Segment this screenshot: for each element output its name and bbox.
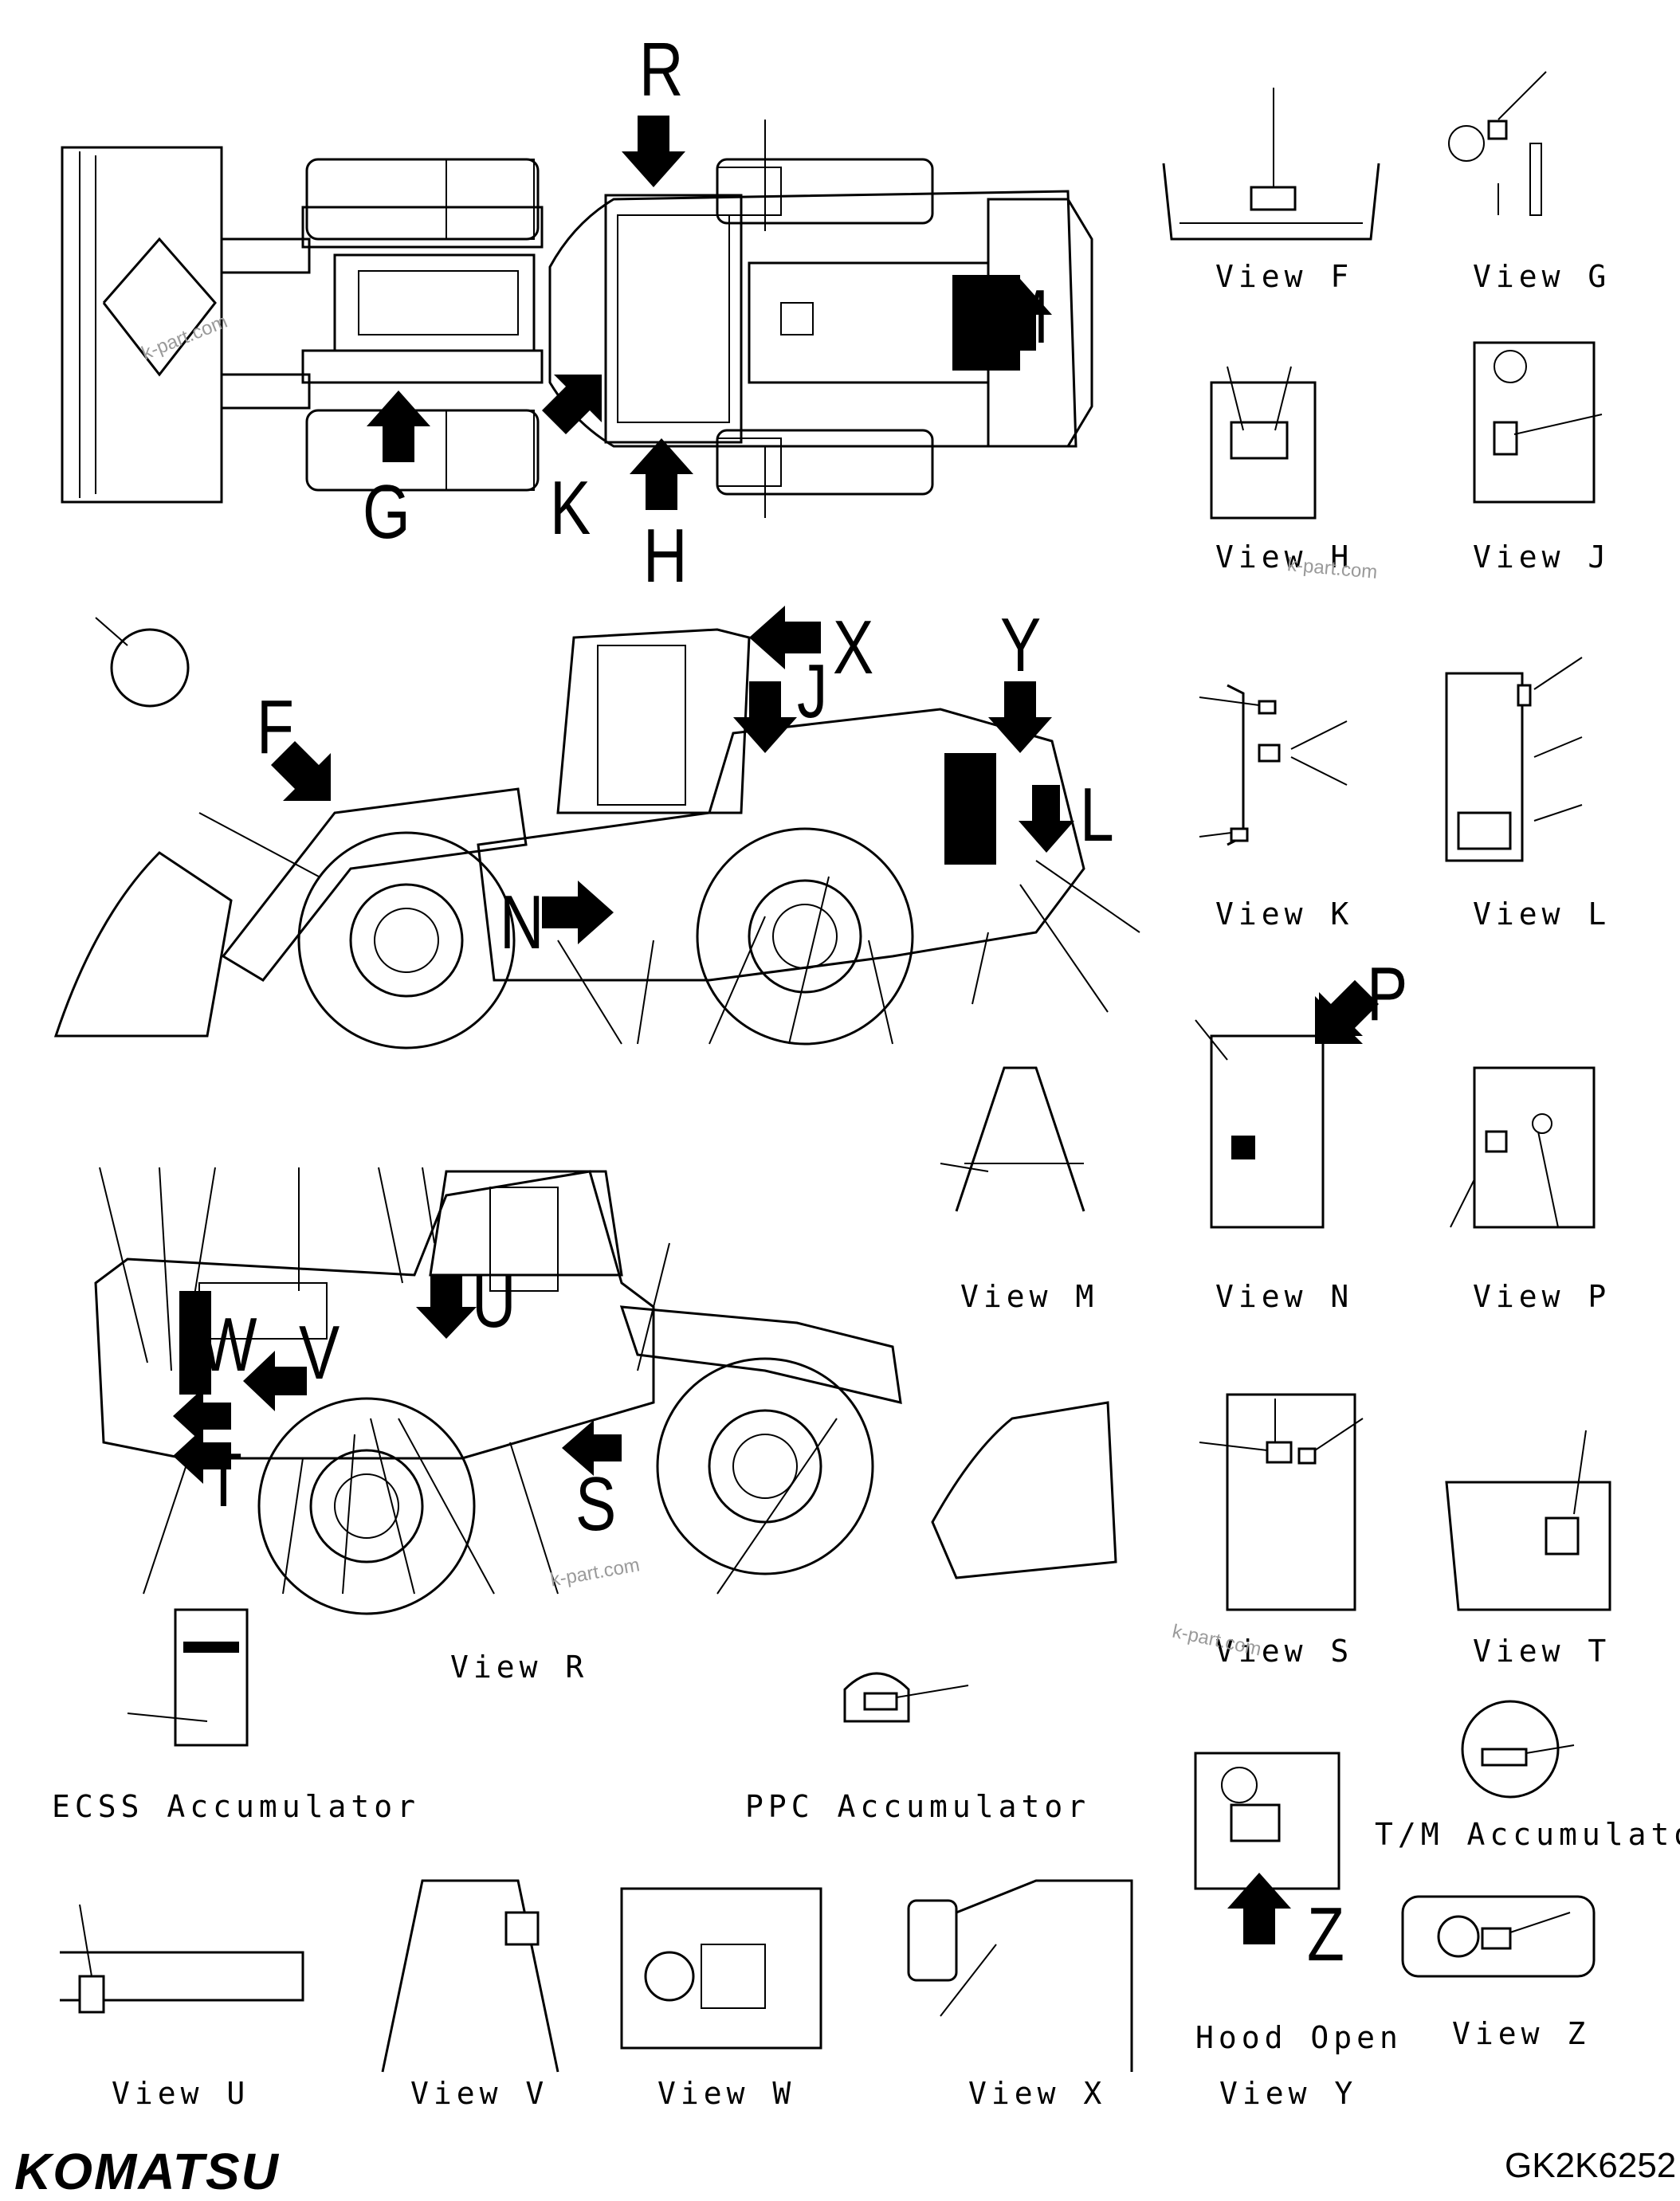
callout-G: G bbox=[363, 469, 410, 555]
view-label-G: View G bbox=[1473, 259, 1611, 294]
callout-N: N bbox=[500, 880, 544, 965]
detail-view-U bbox=[60, 1904, 304, 2014]
detail-view-V bbox=[381, 1879, 559, 2073]
callout-T: T bbox=[205, 1438, 242, 1523]
callout-X: X bbox=[833, 605, 874, 690]
detail-view-L bbox=[1445, 657, 1583, 862]
detail-view-F bbox=[1162, 88, 1380, 241]
detail-view-T bbox=[1445, 1430, 1611, 1611]
view-label-S: View S bbox=[1215, 1634, 1354, 1669]
view-label-V: View V bbox=[410, 2076, 549, 2111]
detail-view-J bbox=[1473, 341, 1603, 504]
top-view-machine bbox=[61, 116, 1093, 518]
callout-R: R bbox=[639, 27, 684, 112]
label-ppc-accumulator: PPC Accumulator bbox=[745, 1789, 1091, 1824]
view-label-W: View W bbox=[657, 2076, 796, 2111]
callout-W: W bbox=[199, 1302, 257, 1387]
view-label-R: View R bbox=[450, 1650, 589, 1685]
view-label-N: View N bbox=[1215, 1279, 1354, 1314]
label-hood-open: Hood Open bbox=[1195, 2020, 1403, 2055]
callout-Y: Y bbox=[1000, 602, 1042, 688]
view-label-M: View M bbox=[960, 1279, 1099, 1314]
callout-K: K bbox=[550, 465, 591, 551]
callout-L: L bbox=[1080, 772, 1114, 857]
callout-S: S bbox=[575, 1461, 617, 1547]
view-label-U: View U bbox=[112, 2076, 250, 2111]
detail-view-Y bbox=[1194, 1752, 1340, 1944]
detail-view-K bbox=[1199, 684, 1348, 846]
side-view-left bbox=[53, 606, 1379, 1049]
detail-view-G bbox=[1448, 71, 1547, 216]
drawing-code: GK2K6252 bbox=[1505, 2146, 1677, 2185]
detail-tm bbox=[1461, 1700, 1575, 1799]
detail-view-H bbox=[1210, 366, 1317, 520]
callout-M: M bbox=[998, 274, 1049, 359]
detail-view-W bbox=[620, 1887, 822, 2050]
view-label-H: View H bbox=[1215, 539, 1354, 575]
view-label-L: View L bbox=[1473, 896, 1611, 932]
view-label-P: View P bbox=[1473, 1279, 1611, 1314]
view-label-Y: View Y bbox=[1219, 2076, 1358, 2111]
detail-ppc bbox=[843, 1672, 969, 1723]
detail-view-M bbox=[940, 1066, 1085, 1212]
view-label-T: View T bbox=[1473, 1634, 1611, 1669]
detail-view-X bbox=[907, 1879, 1133, 2072]
view-label-F: View F bbox=[1215, 259, 1354, 294]
callout-J: J bbox=[797, 649, 828, 734]
callout-Z: Z bbox=[1307, 1892, 1344, 1977]
komatsu-logo: KOMATSU bbox=[14, 2143, 280, 2200]
detail-view-P bbox=[1450, 1066, 1596, 1229]
view-label-K: View K bbox=[1215, 896, 1354, 932]
view-label-Z: View Z bbox=[1452, 2016, 1591, 2051]
detail-view-Z bbox=[1401, 1895, 1596, 1978]
detail-view-S bbox=[1199, 1393, 1364, 1611]
label-tm-accumulator: T/M Accumulator bbox=[1375, 1817, 1680, 1852]
callout-V: V bbox=[299, 1310, 340, 1395]
side-view-right bbox=[94, 1167, 1117, 1615]
callout-F: F bbox=[257, 685, 294, 770]
detail-ecss bbox=[127, 1608, 249, 1747]
view-label-J: View J bbox=[1473, 539, 1611, 575]
view-label-X: View X bbox=[968, 2076, 1107, 2111]
callout-P: P bbox=[1367, 951, 1408, 1037]
detail-view-N bbox=[1195, 980, 1375, 1229]
label-ecss-accumulator: ECSS Accumulator bbox=[52, 1789, 421, 1824]
callout-H: H bbox=[643, 513, 688, 598]
callout-U: U bbox=[472, 1258, 516, 1344]
